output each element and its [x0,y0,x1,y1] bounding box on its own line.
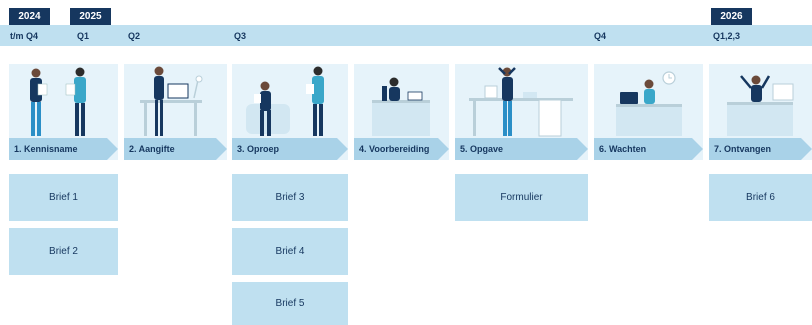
document-box[interactable]: Brief 3 [232,174,348,221]
year-tag-2025: 2025 [70,8,111,25]
document-box[interactable]: Brief 6 [709,174,812,221]
step-kennisname: 1. Kennisname [9,138,118,160]
quarter-label: Q1,2,3 [713,31,741,41]
person-at-computer-desk-illustration [140,66,203,136]
step-ontvangen: 7. Ontvangen [709,138,812,160]
quarter-label: Q1 [77,31,90,41]
man-waiting-at-laptop-illustration [616,71,682,136]
document-box[interactable]: Brief 2 [9,228,118,275]
step-opgave: 5. Opgave [455,138,588,160]
quarter-label: Q4 [594,31,607,41]
document-box[interactable]: Brief 4 [232,228,348,275]
woman-at-laptop-illustration [372,77,430,136]
quarter-label: Q3 [234,31,247,41]
document-box[interactable]: Formulier [455,174,588,221]
year-tag-2026: 2026 [711,8,752,25]
quarter-label: Q2 [128,31,141,41]
step-oproep: 3. Oproep [232,138,348,160]
step-wachten: 6. Wachten [594,138,703,160]
people-receiving-summons-illustration [246,66,324,136]
person-celebrating-illustration [727,75,794,136]
quarter-label: t/m Q4 [10,31,39,41]
document-box[interactable]: Brief 5 [232,282,348,325]
step-aangifte: 2. Aangifte [124,138,227,160]
stressed-person-at-desk-illustration [469,67,573,137]
quarter-band [0,25,812,46]
step-voorbereiding: 4. Voorbereiding [354,138,449,160]
two-people-reading-letters-illustration [30,67,86,136]
document-box[interactable]: Brief 1 [9,174,118,221]
year-tag-2024: 2024 [9,8,50,25]
